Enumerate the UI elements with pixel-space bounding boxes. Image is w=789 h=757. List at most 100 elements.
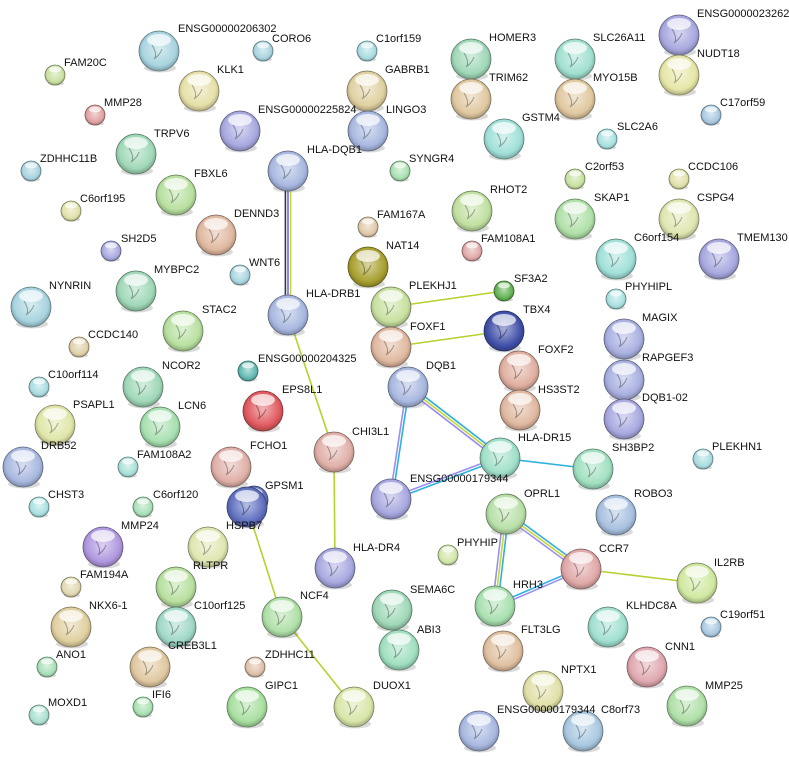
node-tbx4[interactable] (483, 310, 525, 353)
node-c2orf53[interactable] (564, 168, 586, 190)
node-lcn6[interactable] (139, 406, 181, 449)
node-rapgef3[interactable] (603, 359, 645, 402)
node-rhot2[interactable] (451, 190, 493, 233)
node-c6orf154[interactable] (595, 238, 637, 281)
node-ccdc106[interactable] (668, 168, 690, 190)
node-ncf4[interactable] (261, 596, 303, 639)
node-mybpc2[interactable] (115, 270, 157, 313)
node-ccr7[interactable] (560, 548, 602, 591)
node-robo3[interactable] (595, 494, 637, 537)
node-oprl1[interactable] (485, 493, 527, 536)
node-cnn1[interactable] (626, 646, 668, 689)
edge-HLA-DRB1-CHI3L1[interactable] (287, 314, 335, 453)
node-homer3[interactable] (450, 38, 492, 81)
node-unlabeled[interactable] (132, 696, 154, 718)
node-gipc1[interactable] (226, 686, 268, 729)
node-c10orf125[interactable] (155, 566, 197, 609)
node-fam108a1[interactable] (461, 240, 483, 262)
node-zdhhc11b[interactable] (20, 160, 42, 182)
node-c6orf195[interactable] (60, 200, 82, 222)
node-duox1[interactable] (333, 686, 375, 729)
node-ano1[interactable] (36, 656, 58, 678)
node-slc26a11[interactable] (554, 38, 596, 81)
node-rltpr[interactable] (187, 526, 229, 569)
node-c6orf120[interactable] (132, 496, 154, 518)
node-il2rb[interactable] (676, 562, 718, 605)
node-hs3st2[interactable] (499, 389, 541, 432)
node-ensg00000225824[interactable] (219, 110, 261, 153)
node-sh3bp2[interactable] (572, 448, 614, 491)
node-trpv6[interactable] (115, 133, 157, 176)
node-flt3lg[interactable] (482, 630, 524, 673)
node-zdhhc11[interactable] (244, 656, 266, 678)
node-hspb7[interactable] (226, 486, 268, 529)
node-ifi6[interactable] (129, 646, 171, 689)
node-plekhj1[interactable] (370, 286, 412, 329)
node-trim62[interactable] (450, 78, 492, 121)
node-sh2d5[interactable] (100, 240, 122, 262)
node-c10orf114[interactable] (28, 376, 50, 398)
node-skap1[interactable] (554, 198, 596, 241)
node-foxf1[interactable] (370, 326, 412, 369)
node-fam194a[interactable] (60, 576, 82, 598)
node-fcho1[interactable] (210, 446, 252, 489)
node-ensg0000023262[interactable] (658, 14, 700, 57)
node-klk1[interactable] (178, 70, 220, 113)
node-hrh3[interactable] (474, 585, 516, 628)
node-dqb1-02[interactable] (603, 398, 645, 441)
node-nudt18[interactable] (658, 54, 700, 97)
node-c8orf73[interactable] (562, 710, 604, 753)
node-phyhip[interactable] (437, 544, 459, 566)
node-ccdc140[interactable] (68, 336, 90, 358)
node-mmp24[interactable] (82, 526, 124, 569)
node-sf3a2[interactable] (493, 280, 515, 302)
node-fam108a2[interactable] (117, 456, 139, 478)
node-lingo3[interactable] (347, 110, 389, 153)
node-ensg00000204325[interactable] (237, 360, 259, 382)
node-coro6[interactable] (252, 40, 274, 62)
node-gabrb1[interactable] (346, 70, 388, 113)
node-ensg00000179344[interactable] (458, 710, 500, 753)
node-magix[interactable] (603, 318, 645, 361)
node-psapl1[interactable] (34, 404, 76, 447)
node-moxd1[interactable] (28, 704, 50, 726)
node-phyhipl[interactable] (605, 288, 627, 310)
node-eps8l1[interactable] (242, 390, 284, 433)
node-nat14[interactable] (347, 246, 389, 289)
node-dennd3[interactable] (195, 214, 237, 257)
node-gstm4[interactable] (483, 118, 525, 161)
node-hla-drb1[interactable] (267, 294, 309, 337)
node-fbxl6[interactable] (155, 174, 197, 217)
node-c17orf59[interactable] (700, 104, 722, 126)
node-chst3[interactable] (28, 496, 50, 518)
node-fam167a[interactable] (357, 216, 379, 238)
node-wnt6[interactable] (229, 264, 251, 286)
node-hla-dr15[interactable] (479, 437, 521, 480)
node-c1orf159[interactable] (356, 40, 378, 62)
node-ensg00000206302[interactable] (138, 30, 180, 73)
edge-HLA-DQB1-HLA-DRB1[interactable] (284, 171, 292, 315)
node-nynrin[interactable] (10, 286, 52, 329)
node-ncor2[interactable] (122, 366, 164, 409)
node-cspg4[interactable] (658, 198, 700, 241)
node-drb52[interactable] (2, 446, 44, 489)
node-syngr4[interactable] (389, 160, 411, 182)
node-abi3[interactable] (378, 629, 420, 672)
node-fam20c[interactable] (44, 64, 66, 86)
node-plekhn1[interactable] (692, 448, 714, 470)
node-klhdc8a[interactable] (587, 606, 629, 649)
node-mmp25[interactable] (666, 685, 708, 728)
node-dqb1[interactable] (387, 366, 429, 409)
node-c19orf51[interactable] (700, 616, 722, 638)
node-tmem130[interactable] (698, 238, 740, 281)
node-mmp28[interactable] (84, 104, 106, 126)
node-sema6c[interactable] (371, 589, 413, 632)
node-hla-dr4[interactable] (314, 547, 356, 590)
node-ensg00000179344[interactable] (370, 478, 412, 521)
node-myo15b[interactable] (554, 78, 596, 121)
node-nkx6-1[interactable] (50, 606, 92, 649)
node-nptx1[interactable] (522, 670, 564, 713)
node-foxf2[interactable] (498, 350, 540, 393)
node-creb3l1[interactable] (155, 606, 197, 649)
node-slc2a6[interactable] (596, 128, 618, 150)
